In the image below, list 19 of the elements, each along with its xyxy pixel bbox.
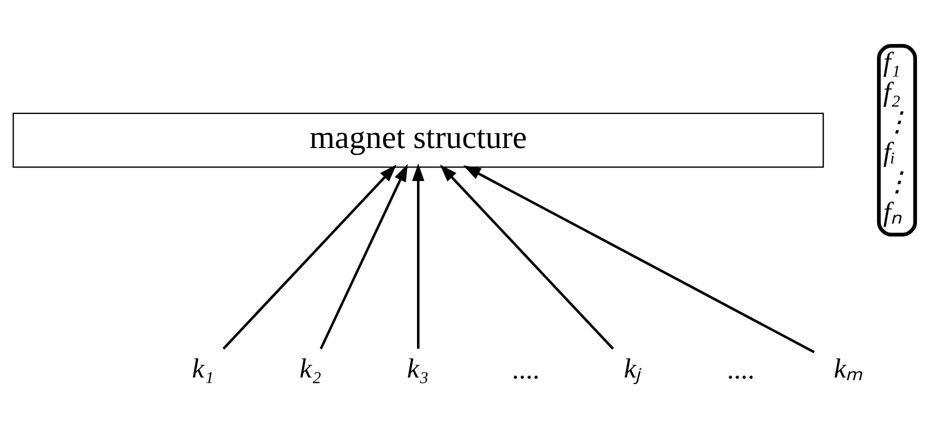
label: ⋮ <box>883 106 910 136</box>
node-text: kⱼ <box>624 352 642 383</box>
label: .... <box>512 353 540 384</box>
node-box: magnet structure <box>12 112 824 168</box>
arrow <box>463 164 815 353</box>
arrow <box>440 164 614 350</box>
node-text: k₂ <box>300 352 322 383</box>
label: ⋮ <box>883 166 910 196</box>
arrow <box>412 163 424 348</box>
label: fₙ <box>883 196 902 226</box>
label: f₁ <box>883 46 900 76</box>
node-text: kₘ <box>834 352 864 383</box>
label: .... <box>727 353 754 384</box>
node-text: k₃ <box>407 352 429 383</box>
arrow <box>320 163 408 349</box>
label: fᵢ <box>883 136 896 166</box>
arrow <box>222 164 397 350</box>
node-text: k₁ <box>192 352 214 383</box>
label: f₂ <box>883 76 900 106</box>
